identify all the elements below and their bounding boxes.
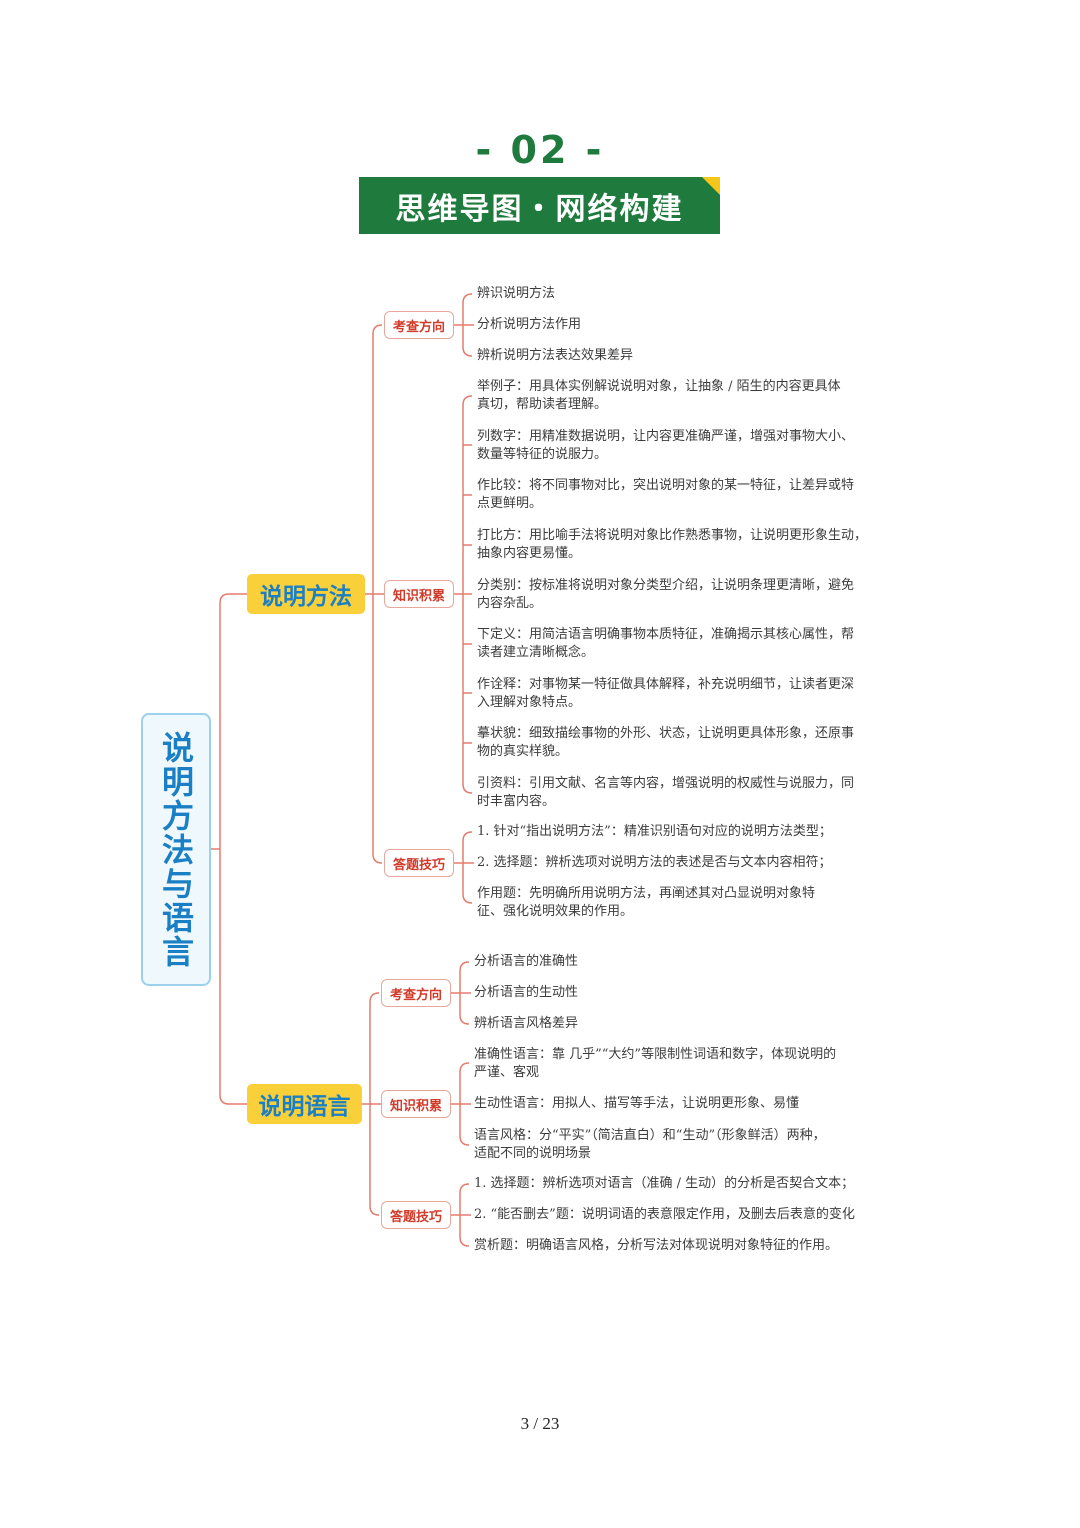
leaf-item: 作诠释：对事物某一特征做具体解释，补充说明细节，让读者更深入理解对象特点。	[477, 677, 855, 710]
category-answer-skills: 答题技巧	[384, 849, 454, 877]
leaf-item: 引资料：引用文献、名言等内容，增强说明的权威性与说服力，同时丰富内容。	[477, 776, 855, 809]
leaf-item: 赏析题：明确语言风格，分析写法对体现说明对象特征的作用。	[474, 1238, 839, 1253]
leaf-item: 辨析语言风格差异	[474, 1016, 579, 1031]
category-exam-focus: 考查方向	[381, 979, 451, 1007]
connector-b2-g2	[451, 1062, 471, 1146]
connector-b1-g1	[454, 293, 474, 357]
category-knowledge: 知识积累	[381, 1090, 451, 1118]
leaf-item: 打比方：用比喻手法将说明对象比作熟悉事物，让说明更形象生动，抽象内容更易懂。	[477, 528, 868, 561]
leaf-item: 分类别：按标准将说明对象分类型介绍，让说明条理更清晰，避免内容杂乱。	[477, 578, 855, 611]
leaf-item: 分析语言的生动性	[474, 985, 579, 1000]
connector-branch2-trunk	[362, 992, 381, 1216]
leaf-item: 作用题：先明确所用说明方法，再阐述其对凸显说明对象特征、强化说明效果的作用。	[477, 886, 816, 919]
leaf-item: 辨识说明方法	[477, 286, 556, 301]
banner-title-box: 思维导图・网络构建	[359, 177, 720, 234]
section-number: - 02 -	[475, 128, 605, 172]
connector-b2-g3	[451, 1183, 471, 1247]
leaf-item: 作比较：将不同事物对比，突出说明对象的某一特征，让差异或特点更鲜明。	[477, 478, 855, 511]
leaf-item: 举例子：用具体实例解说说明对象，让抽象 / 陌生的内容更具体真切，帮助读者理解。	[477, 379, 841, 412]
leaf-item: 1. 选择题：辨析选项对语言（准确 / 生动）的分析是否契合文本；	[474, 1176, 855, 1191]
branch-node-language: 说明语言	[247, 1084, 362, 1124]
leaf-item: 列数字：用精准数据说明，让内容更准确严谨，增强对事物大小、数量等特征的说服力。	[477, 429, 855, 462]
connector-branch1-trunk	[365, 324, 384, 864]
leaf-item: 生动性语言：用拟人、描写等手法，让说明更形象、易懂	[474, 1096, 800, 1111]
leaf-item: 分析语言的准确性	[474, 954, 579, 969]
leaf-item: 2. “能否删去”题：说明词语的表意限定作用，及删去后表意的变化	[474, 1207, 855, 1222]
mindmap-root: 说明方法与语言	[141, 713, 211, 986]
branch-node-methods: 说明方法	[247, 574, 365, 614]
leaf-item: 辨析说明方法表达效果差异	[477, 348, 634, 363]
category-knowledge: 知识积累	[384, 580, 454, 608]
category-answer-skills: 答题技巧	[381, 1201, 451, 1229]
leaf-item: 摹状貌：细致描绘事物的外形、状态，让说明更具体形象，还原事物的真实样貌。	[477, 726, 855, 759]
banner-title: 思维导图・网络构建	[395, 191, 684, 227]
category-exam-focus: 考查方向	[384, 311, 454, 339]
leaf-item: 语言风格：分“平实”（简洁直白）和“生动”（形象鲜活）两种，适配不同的说明场景	[474, 1128, 826, 1161]
banner-corner-decoration	[702, 177, 720, 195]
leaf-item: 2. 选择题：辨析选项对说明方法的表述是否与文本内容相符；	[477, 855, 832, 870]
connector-b2-g1	[451, 961, 471, 1025]
connector-b1-g3	[454, 831, 474, 904]
leaf-item: 分析说明方法作用	[477, 317, 582, 332]
connector-b1-g2-ticks	[463, 444, 472, 744]
leaf-item: 1. 针对“指出说明方法”：精准识别语句对应的说明方法类型；	[477, 824, 832, 839]
connector-root-trunk	[211, 593, 247, 1105]
leaf-item: 下定义：用简洁语言明确事物本质特征，准确揭示其核心属性，帮读者建立清晰概念。	[477, 627, 855, 660]
page-number: 3 / 23	[520, 1414, 560, 1433]
leaf-item: 准确性语言：靠 几乎”“大约”等限制性词语和数字，体现说明的严谨、客观	[474, 1047, 837, 1080]
